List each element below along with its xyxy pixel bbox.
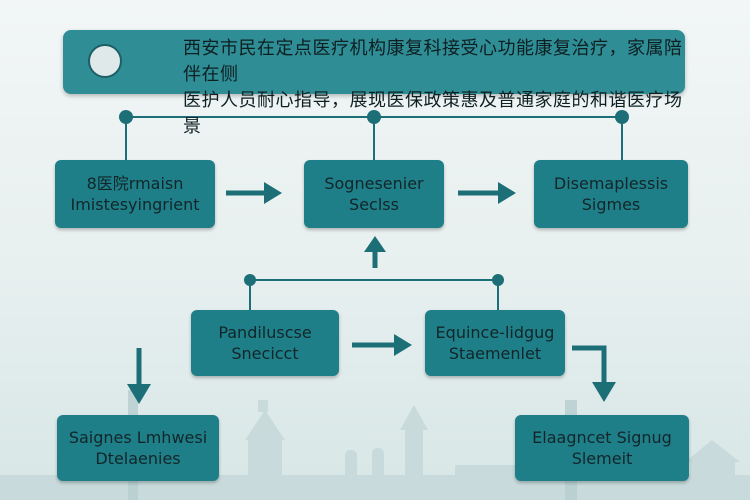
node-2: Sognesenier Seclss [304,160,444,228]
node-1: 8医院rmaisn Imistesyingrient [55,160,215,228]
node-5-line-2: Staemenlet [448,344,542,363]
arrow-right-icon [458,182,516,204]
node-1-line-2: Imistesyingrient [70,195,200,214]
node-4: Pandiluscse Snecicct [191,310,339,376]
node-4-line-1: Pandiluscse [218,323,312,342]
arrow-down-icon [572,345,616,402]
node-6: Saignes Lmhwesi Dtelaenies [57,415,219,481]
arrow-right-icon [352,334,412,356]
node-3: Disemaplessis Sigmes [534,160,688,228]
node-3-line-2: Sigmes [581,195,641,214]
title-banner: 西安市民在定点医疗机构康复科接受心功能康复治疗，家属陪伴在侧 医护人员耐心指导，… [63,30,685,137]
node-2-line-2: Seclss [349,195,399,214]
hospital-logo-icon [88,44,122,78]
node-5: Equince-lidgug Staemenlet [425,310,565,376]
node-2-line-1: Sognesenier [324,174,424,193]
node-7-line-1: Elaagncet Signug [532,428,672,447]
banner-line-1: 西安市民在定点医疗机构康复科接受心功能康复治疗，家属陪伴在侧 [183,38,683,85]
node-7: Elaagncet Signug Slemeit [515,415,689,481]
arrow-right-icon [226,182,282,204]
node-4-line-2: Snecicct [231,344,299,363]
node-6-line-1: Saignes Lmhwesi [68,428,208,447]
node-3-line-1: Disemaplessis [553,174,669,193]
node-1-line-1: 8医院rmaisn [86,174,184,193]
node-7-line-2: Slemeit [571,449,633,468]
arrow-up-icon [364,236,386,268]
node-6-line-2: Dtelaenies [95,449,181,468]
banner-line-2: 医护人员耐心指导，展现医保政策惠及普通家庭的和谐医疗场景 [183,90,683,137]
arrow-down-icon [127,348,151,404]
node-5-line-1: Equince-lidgug [435,323,555,342]
